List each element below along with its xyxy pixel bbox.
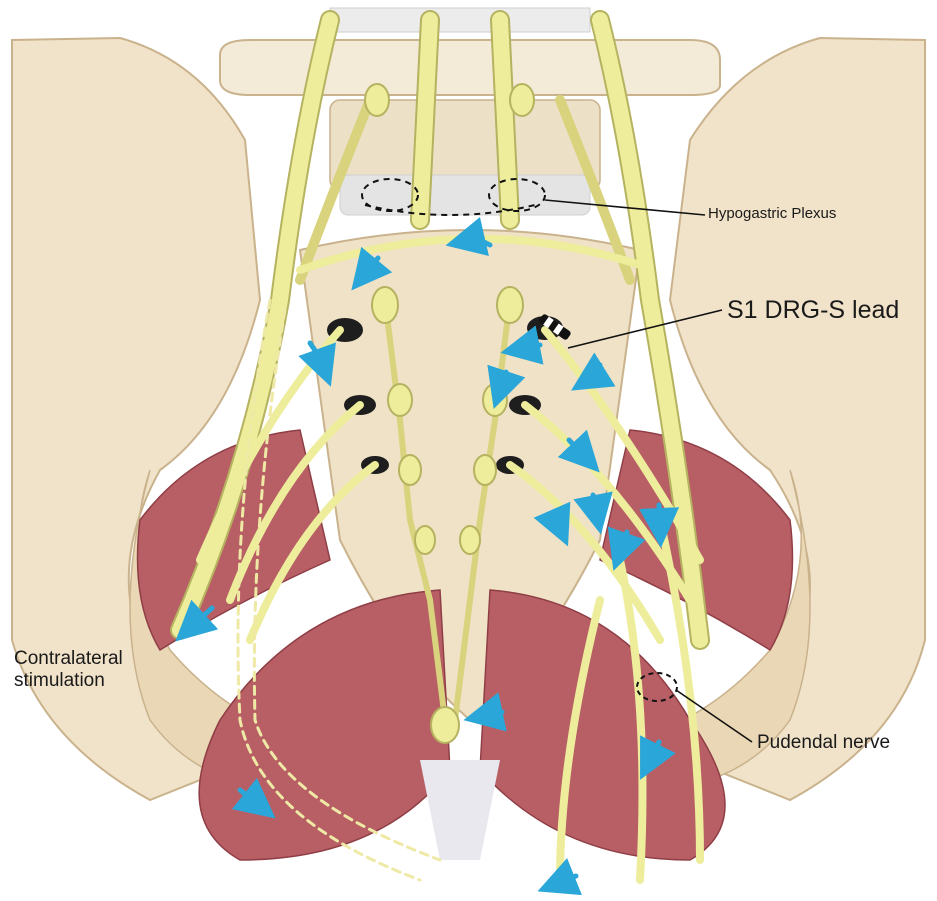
anococcygeal-tissue (420, 760, 500, 860)
stimulation-arrow-icon (659, 505, 660, 528)
hypogastric-plexus-label: Hypogastric Plexus (708, 205, 836, 222)
right-spinal-root (500, 20, 510, 220)
dorsal-root-ganglion-icon (497, 287, 523, 323)
dorsal-root-ganglion-icon (431, 707, 459, 743)
dorsal-root-ganglion-icon (372, 287, 398, 323)
contralateral-stimulation-label: Contralateral stimulation (14, 648, 123, 692)
left-levator-muscle (199, 590, 450, 860)
dorsal-root-ganglion-icon (510, 84, 534, 116)
dorsal-root-ganglion-icon (388, 384, 412, 416)
dorsal-root-ganglion-icon (460, 526, 480, 554)
right-levator-muscle (480, 590, 725, 860)
contralateral-label-line-1: Contralateral (14, 648, 123, 670)
s1-drg-lead-label: S1 DRG-S lead (727, 296, 899, 325)
pudendal-nerve-label: Pudendal nerve (757, 732, 890, 754)
dorsal-root-ganglion-icon (365, 84, 389, 116)
left-spinal-root (420, 20, 430, 220)
dorsal-root-ganglion-icon (399, 455, 421, 485)
dorsal-root-ganglion-icon (483, 384, 507, 416)
dorsal-root-ganglion-icon (415, 526, 435, 554)
dorsal-root-ganglion-icon (474, 455, 496, 485)
contralateral-label-line-2: stimulation (14, 670, 123, 692)
